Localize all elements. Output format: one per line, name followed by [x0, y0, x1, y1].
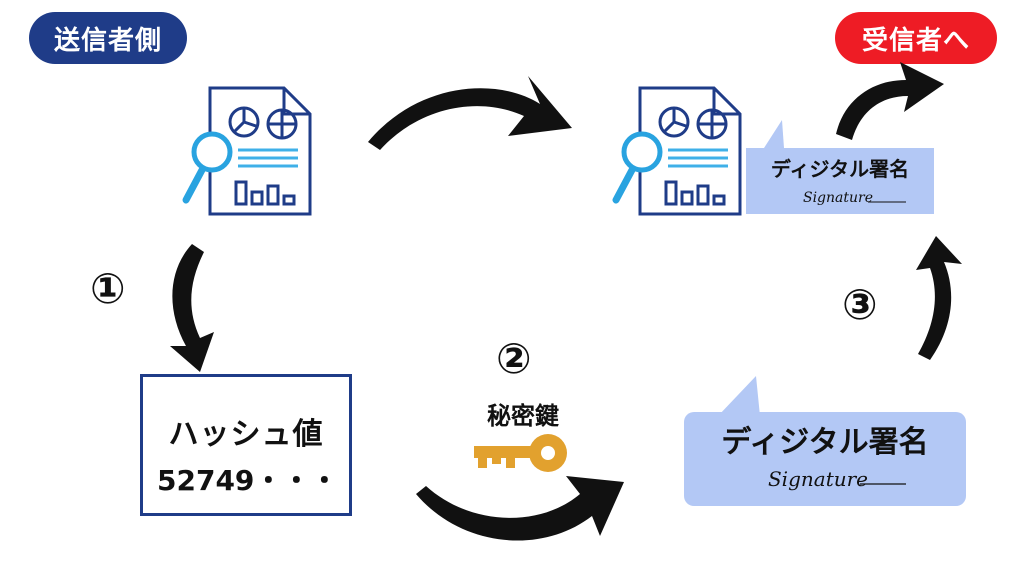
- arrow-top: [368, 76, 572, 150]
- signature-large-text: ディジタル署名: [721, 425, 928, 460]
- hash-title: ハッシュ値: [168, 417, 324, 452]
- signature-bubble-large: ディジタル署名 Signature: [684, 376, 966, 506]
- hash-value-box: ハッシュ値 52749・・・: [140, 374, 352, 516]
- step-2-number: ②: [496, 334, 532, 383]
- arrow-to-receiver: [836, 62, 944, 140]
- step-3-number: ③: [842, 280, 878, 329]
- private-key-label: 秘密鍵: [487, 402, 559, 430]
- arrow-step2: [416, 476, 624, 541]
- hash-value: 52749・・・: [157, 464, 339, 497]
- signature-bubble-small: ディジタル署名 Signature: [746, 120, 934, 214]
- arrow-step3: [916, 236, 962, 360]
- sender-document-icon: [182, 86, 312, 216]
- signature-large-script: Signature: [768, 467, 868, 491]
- step-1-number: ①: [90, 264, 126, 313]
- signature-small-text: ディジタル署名: [771, 157, 909, 181]
- arrow-step1: [170, 244, 214, 372]
- to-receiver-label: 受信者へ: [835, 12, 997, 64]
- receiver-document-icon: [612, 86, 742, 216]
- sender-side-label: 送信者側: [29, 12, 187, 64]
- key-icon: [474, 434, 567, 472]
- signature-small-script: Signature: [803, 190, 873, 206]
